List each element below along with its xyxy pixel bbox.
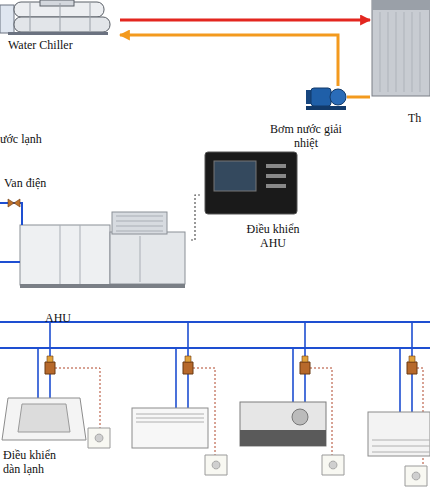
ducted-unit	[240, 402, 326, 446]
cooling-tower-top	[372, 0, 430, 10]
annotation-label: ước lạnh	[0, 132, 80, 146]
ahu-base	[20, 284, 185, 288]
cassette-grille	[18, 404, 70, 432]
ducted-unit-fan	[292, 409, 308, 425]
equipment-label: AHU	[45, 311, 71, 325]
ahu-section	[20, 225, 110, 285]
equipment-label: Water Chiller	[8, 38, 73, 52]
branch-pipe	[38, 322, 412, 412]
equipment-node: AHU	[10, 210, 190, 325]
equipment-label: Điều khiển AHU	[241, 222, 305, 250]
equipment-node: Th	[370, 0, 430, 125]
cooling-tower	[372, 0, 430, 96]
controller-screen	[214, 161, 256, 191]
ceiling-unit	[368, 412, 430, 456]
ducted-unit-outlet	[240, 430, 326, 446]
controller-buttons	[266, 166, 286, 186]
pump-base	[306, 106, 346, 110]
chilled-water-main	[0, 322, 430, 348]
pump-volute	[330, 89, 346, 105]
equipment-label: Bơm nước giải nhiệt	[267, 122, 345, 150]
unit-grille	[372, 440, 430, 452]
ahu-detail	[60, 216, 163, 285]
pipe-connector	[190, 195, 200, 240]
electric-valve	[8, 199, 20, 207]
pump-motor	[311, 88, 331, 106]
chiller-detail	[30, 3, 90, 31]
electric-valve	[45, 362, 417, 374]
equipment-label: Th	[408, 111, 421, 125]
annotation-label: Van điện	[4, 176, 84, 190]
chiller-compressor	[40, 0, 74, 6]
chiller-control-panel	[0, 5, 14, 33]
cooling-tower-fins	[380, 12, 420, 92]
floor-standing-unit	[132, 408, 208, 448]
pipe-connector	[120, 35, 338, 86]
thermostat	[88, 428, 427, 486]
annotation-label: Điều khiển dàn lạnh	[3, 448, 75, 476]
thermostat-dial	[95, 434, 420, 480]
equipment-node: Điều khiển AHU	[200, 150, 305, 250]
cassette-unit	[2, 398, 86, 440]
ahu-section	[110, 232, 185, 284]
chiller-shell	[14, 17, 110, 32]
valve-actuator	[47, 356, 415, 362]
controller-panel	[205, 152, 297, 214]
pipe-connector	[120, 19, 370, 22]
chilled-water-pipe	[0, 203, 22, 262]
equipment-node: Bơm nước giải nhiệt	[265, 86, 347, 150]
equipment-node: Water Chiller	[0, 0, 120, 52]
pipe-connector	[347, 96, 370, 99]
chiller-base	[8, 32, 108, 35]
unit-grille	[136, 414, 204, 422]
